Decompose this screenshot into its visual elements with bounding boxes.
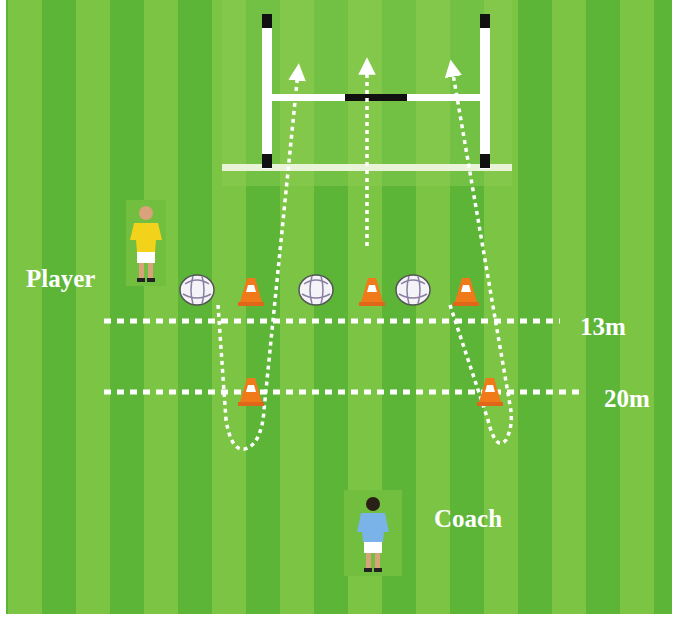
text-label: 20m xyxy=(604,386,650,411)
text-label: 13m xyxy=(580,314,626,339)
distance-lines xyxy=(104,321,582,392)
text-label: Coach xyxy=(434,506,502,531)
text-label: Player xyxy=(26,266,95,291)
player-figure xyxy=(126,200,166,286)
run-paths xyxy=(218,66,511,449)
coach-figure xyxy=(344,490,402,576)
balls xyxy=(180,275,430,305)
goal-posts xyxy=(262,14,490,169)
pitch xyxy=(6,0,672,614)
cones xyxy=(238,278,503,406)
